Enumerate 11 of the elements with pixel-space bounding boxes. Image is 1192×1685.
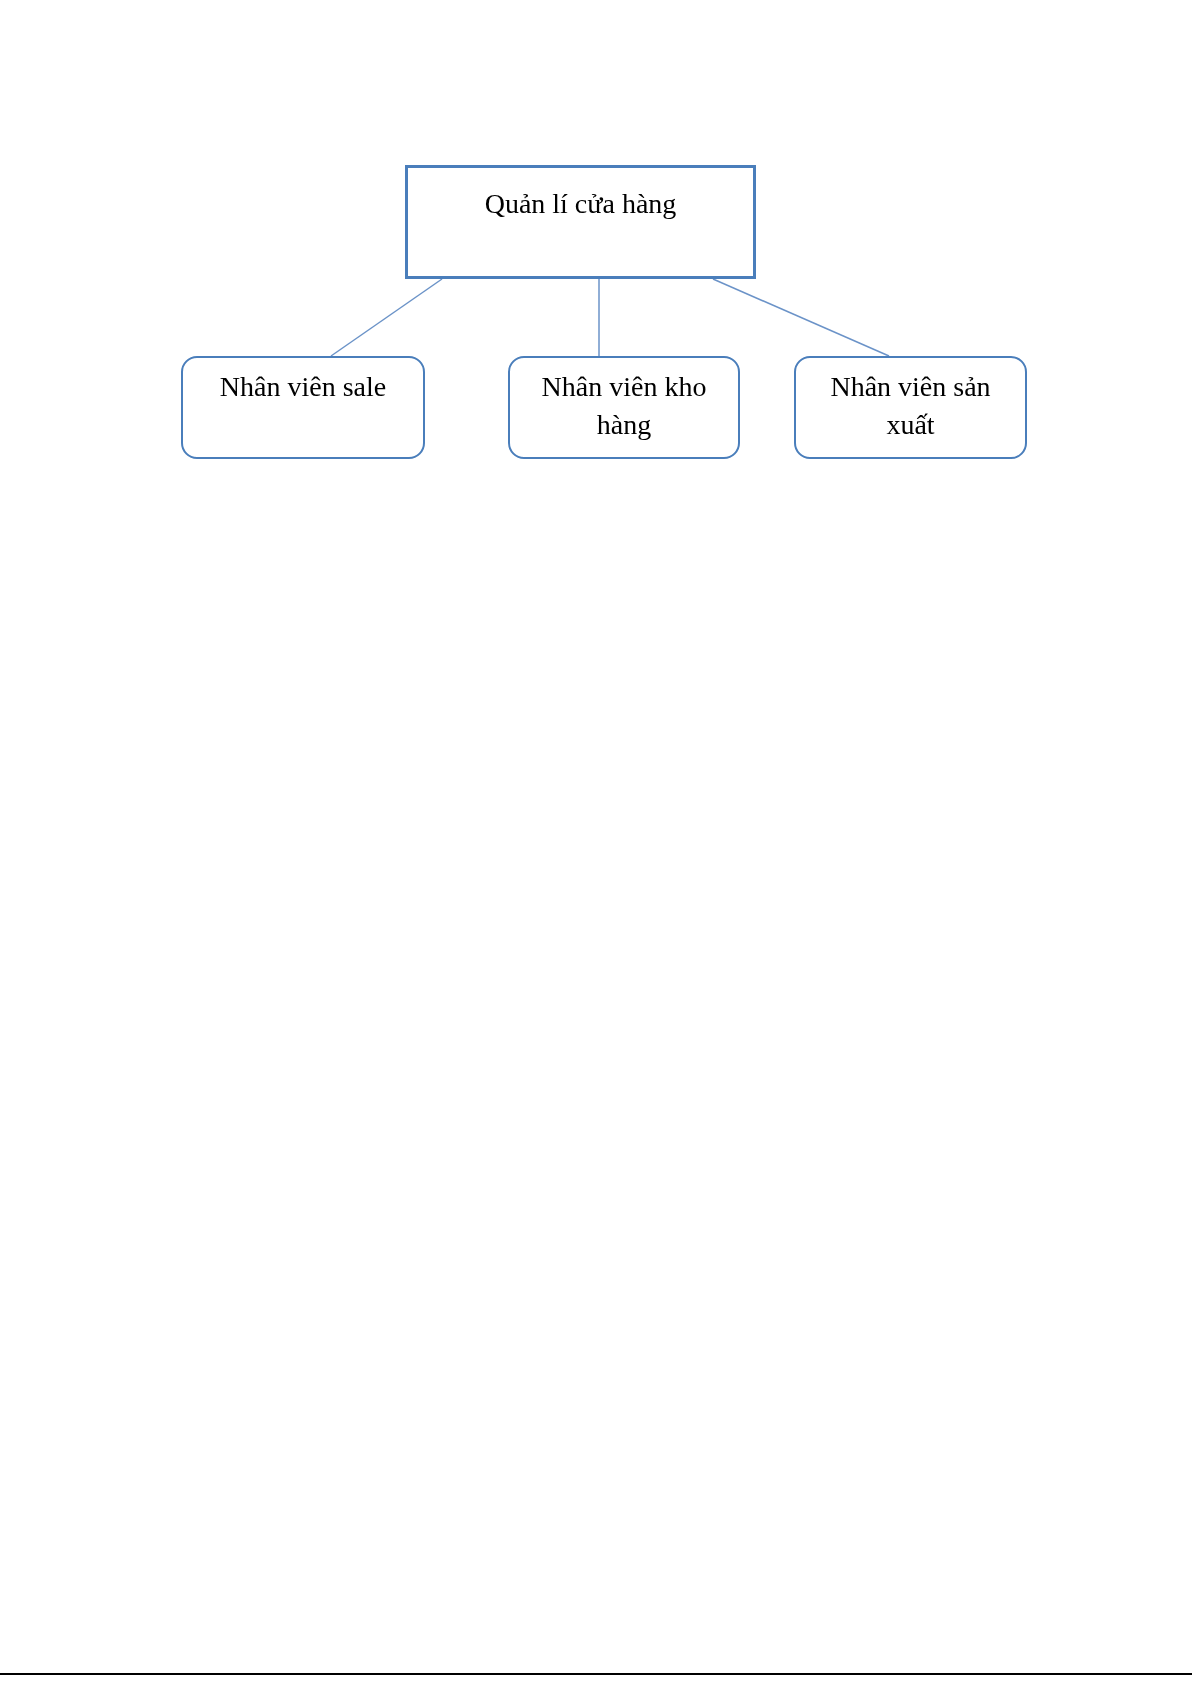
node-label: Nhân viên sale — [219, 370, 387, 404]
node-label: Nhân viên kho hàng — [540, 370, 708, 442]
manager-box — [405, 165, 756, 279]
node-label: Nhân viên sản xuất — [829, 370, 992, 442]
connector-line — [330, 278, 443, 357]
connector-line — [712, 278, 890, 357]
staff-box — [794, 356, 1027, 459]
connector-line — [598, 278, 600, 357]
staff-box — [181, 356, 425, 459]
node-label: Quản lí cửa hàng — [484, 188, 677, 220]
staff-box — [508, 356, 740, 459]
